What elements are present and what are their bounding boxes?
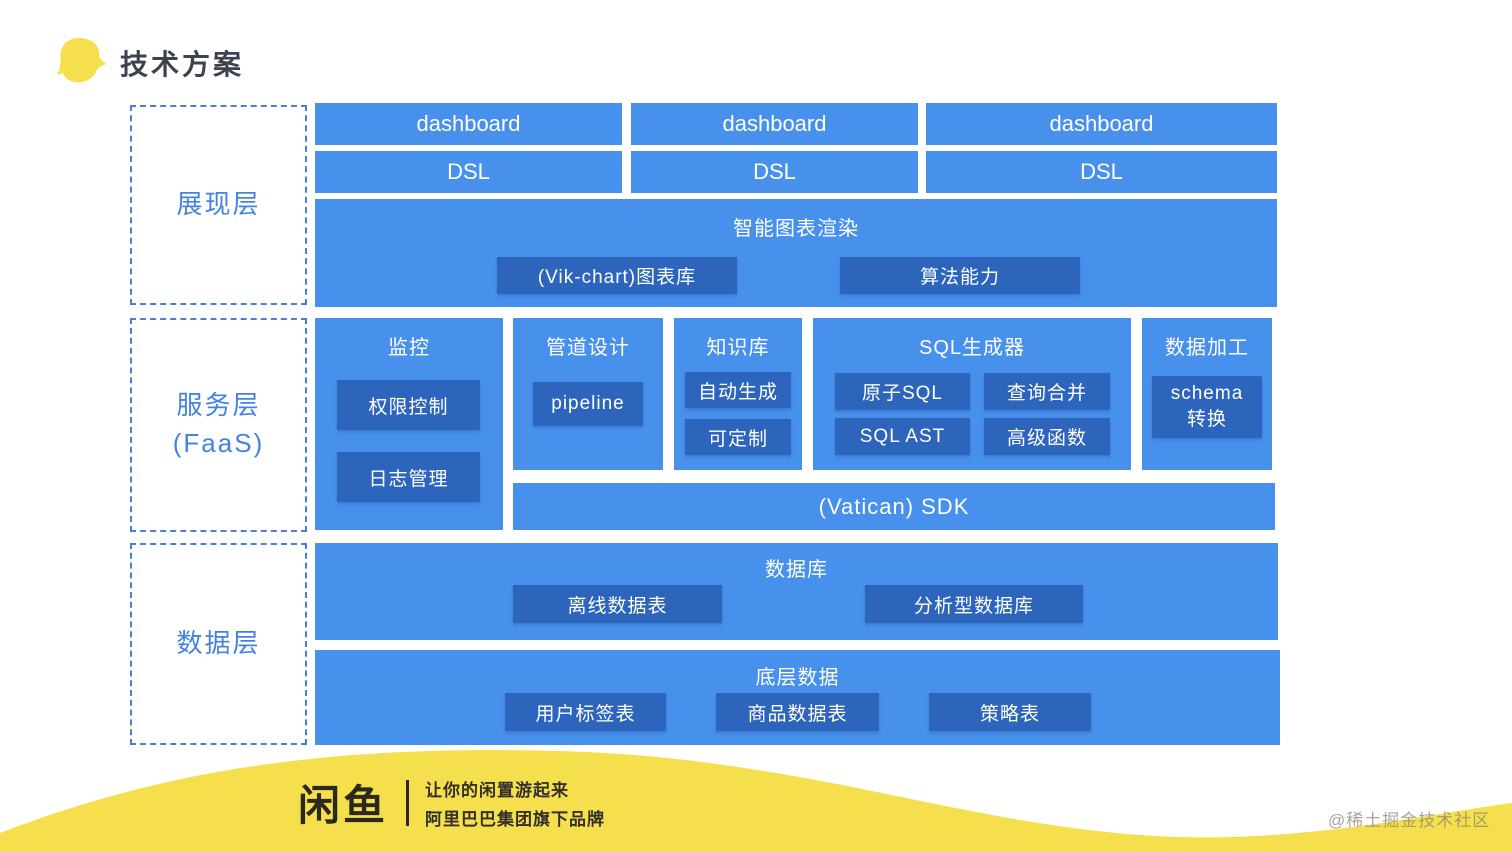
node-label: 商品数据表 [747,703,848,725]
layer-label-presentation: 展现层 [130,105,307,305]
layer-label-service: 服务层 (FaaS) [130,318,307,532]
node-label: 策略表 [979,703,1040,725]
node-vik-chart-lib: (Vik-chart)图表库 [497,257,737,294]
node-title: 监控 [388,337,430,359]
node-sql-ast: SQL AST [835,418,970,455]
node-label: DSL [753,159,796,184]
node-label: schema 转换 [1170,383,1244,430]
node-label: dashboard [1049,111,1154,136]
node-label: 用户标签表 [535,703,636,725]
node-dashboard-3: dashboard [926,103,1277,145]
node-pipeline: pipeline [533,382,643,426]
brand-slogan-2: 阿里巴巴集团旗下品牌 [425,809,606,829]
node-title: 管道设计 [546,337,630,359]
node-title: 底层数据 [755,667,840,689]
node-title: SQL生成器 [918,337,1026,359]
layer-label-text: (FaaS) [172,428,265,458]
node-customizable: 可定制 [685,419,791,455]
node-label: DSL [1080,159,1123,184]
node-label: (Vatican) SDK [818,493,970,519]
node-knowledge-base: 知识库 自动生成 可定制 [674,318,802,470]
node-chart-render: 智能图表渲染 (Vik-chart)图表库 算法能力 [315,199,1277,307]
node-title: 数据加工 [1165,337,1249,359]
node-title: 知识库 [706,337,770,359]
node-label: 离线数据表 [567,595,668,617]
node-label: 权限控制 [368,396,449,418]
node-user-tag-table: 用户标签表 [505,693,666,731]
node-label: 查询合并 [1006,383,1087,404]
node-pipeline-design: 管道设计 pipeline [513,318,663,470]
node-dsl-2: DSL [631,151,918,193]
node-atomic-sql: 原子SQL [835,373,970,410]
header: 技术方案 [52,34,244,91]
node-label: 算法能力 [919,267,1000,288]
layer-label-text: 展现层 [176,189,261,220]
node-title: 数据库 [765,559,828,581]
node-label: 高级函数 [1006,428,1087,449]
node-dashboard-1: dashboard [315,103,622,145]
node-monitor: 监控 权限控制 日志管理 [315,318,503,530]
node-label: 分析型数据库 [913,595,1034,617]
node-base-data: 底层数据 用户标签表 商品数据表 策略表 [315,650,1280,745]
node-label: 原子SQL [861,383,944,404]
node-permission-control: 权限控制 [337,380,480,430]
node-strategy-table: 策略表 [929,693,1091,731]
brand-slogan-1: 让你的闲置游起来 [425,780,570,800]
node-data-processing: 数据加工 schema 转换 [1142,318,1272,470]
node-sql-generator: SQL生成器 原子SQL 查询合并 SQL AST 高级函数 [813,318,1131,470]
node-product-data-table: 商品数据表 [716,693,879,731]
footer-wave [0,750,1512,851]
node-label: DSL [447,159,490,184]
node-advanced-functions: 高级函数 [984,418,1110,455]
node-database: 数据库 离线数据表 分析型数据库 [315,543,1278,640]
node-schema-transform: schema 转换 [1152,376,1262,438]
xianyu-logo: 闲鱼 [298,781,389,830]
node-label: 日志管理 [368,468,449,490]
node-label: dashboard [722,111,827,136]
node-label: pipeline [551,393,625,414]
footer-brand: 闲鱼 让你的闲置游起来 阿里巴巴集团旗下品牌 [298,772,605,833]
node-algorithm-capability: 算法能力 [840,257,1080,294]
node-label: 自动生成 [697,381,778,403]
node-query-merge: 查询合并 [984,373,1110,410]
node-label: SQL AST [859,425,946,447]
node-label: (Vik-chart)图表库 [537,267,697,288]
layer-label-text: 服务层 [176,390,261,421]
brand-divider [406,779,410,826]
node-dashboard-2: dashboard [631,103,918,145]
node-label: dashboard [416,111,521,136]
node-label: 可定制 [707,428,768,450]
node-dsl-3: DSL [926,151,1277,193]
fish-logo-icon [52,34,108,91]
layer-label-data: 数据层 [130,543,307,745]
layer-label-text: 数据层 [176,628,261,659]
page-title: 技术方案 [120,48,245,80]
node-offline-table: 离线数据表 [513,585,722,623]
node-analytical-database: 分析型数据库 [865,585,1083,623]
watermark: @稀土掘金技术社区 [1328,811,1491,830]
node-log-management: 日志管理 [337,452,480,502]
node-title: 智能图表渲染 [733,218,859,240]
node-dsl-1: DSL [315,151,622,193]
node-auto-generate: 自动生成 [685,372,791,408]
node-vatican-sdk: (Vatican) SDK [513,483,1275,530]
